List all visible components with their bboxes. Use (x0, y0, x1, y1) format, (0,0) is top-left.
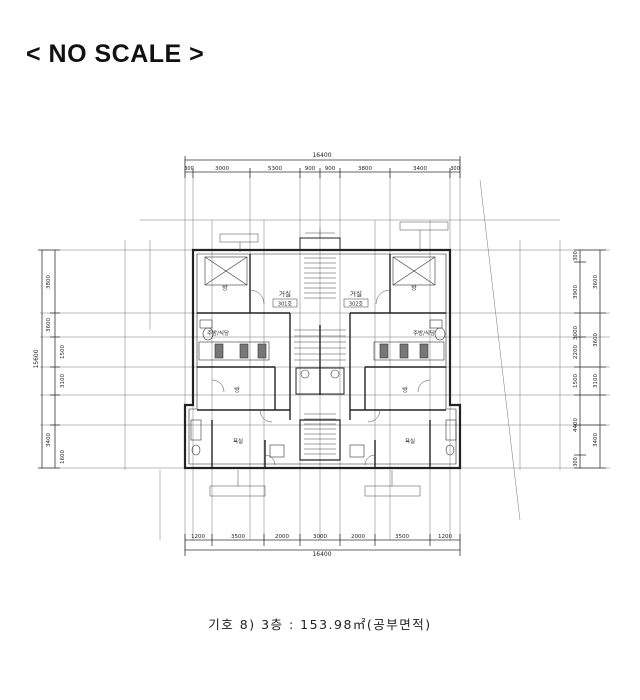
dim-top-seg-7: 3400 (413, 166, 427, 172)
dim-left-seg-2: 3600 (46, 318, 52, 332)
unit-number-right: 302호 (349, 302, 364, 308)
building-walls (183, 237, 462, 470)
construction-lines (40, 160, 610, 550)
dim-top-seg-5: 900 (325, 166, 336, 172)
unit-number-box-left (272, 298, 298, 308)
room-bedroom-top-left: 방 (222, 284, 228, 292)
dim-left-seg-4: 3100 (60, 374, 66, 388)
room-kitchen-right: 주방/식당 (413, 329, 435, 337)
right-dimension-line (574, 249, 606, 469)
room-living-right: 거실 (350, 289, 362, 298)
dim-left-seg-5: 3400 (46, 433, 52, 447)
dim-bottom-seg-3: 2000 (275, 534, 289, 540)
dim-right-seg-3: 3000 (573, 326, 579, 340)
fixtures (190, 256, 457, 458)
dim-right-seg-2: 3900 (573, 285, 579, 299)
room-living-left: 거실 (279, 289, 291, 298)
unit-number-box-right (343, 298, 369, 308)
dim-top-seg-6: 3800 (358, 166, 372, 172)
dim-bottom-seg-1: 1200 (191, 534, 205, 540)
dim-bottom-overall: 16400 (312, 551, 331, 558)
dim-right-seg-6: 4400 (573, 418, 579, 432)
dim-top-overall: 16400 (312, 152, 331, 159)
room-bath-left: 욕실 (233, 437, 243, 445)
dim-left-seg-1: 3800 (46, 275, 52, 289)
dim-bottom-seg-7: 1200 (438, 534, 452, 540)
dim-top-seg-3: 5300 (268, 166, 282, 172)
unit-number-left: 301호 (278, 302, 293, 308)
dim-right-outer-1: 3600 (593, 275, 599, 289)
floor-caption: 기호 8) 3층 : 153.98㎡(공부면적) (208, 617, 432, 632)
dim-top-seg-2: 3000 (215, 166, 229, 172)
dim-top-seg-1: 300 (184, 166, 194, 172)
dim-right-outer-3: 3100 (593, 374, 599, 388)
stair-landing (295, 367, 345, 395)
dim-right-seg-4: 2200 (573, 345, 579, 359)
dim-bottom-seg-6: 3500 (395, 534, 409, 540)
dim-top-seg-8: 300 (450, 166, 460, 172)
dim-right-outer-4: 3400 (593, 433, 599, 447)
dim-right-outer-2: 3600 (593, 333, 599, 347)
room-bedroom-middle-left: 방 (234, 386, 240, 394)
room-kitchen-left: 주방/식당 (207, 329, 229, 337)
bottom-dimension-line (184, 534, 461, 556)
dim-left-seg-3: 1500 (60, 345, 66, 359)
door-swings (211, 289, 431, 466)
dim-left-seg-6: 1600 (60, 450, 66, 464)
room-bedroom-middle-right: 방 (402, 386, 408, 394)
annotation-leaders (209, 221, 449, 497)
stair-treads (294, 257, 346, 455)
dim-bottom-seg-4: 3000 (313, 534, 327, 540)
left-dimension-line (38, 249, 60, 469)
dim-right-seg-7: 300 (573, 457, 579, 467)
room-bedroom-top-right: 방 (411, 284, 417, 292)
dim-right-seg-1: 300 (573, 251, 579, 261)
dim-right-seg-5: 1500 (573, 374, 579, 388)
dim-left-overall: 15600 (33, 349, 40, 368)
dim-top-seg-4: 900 (305, 166, 316, 172)
dim-bottom-seg-2: 3500 (231, 534, 245, 540)
dim-bottom-seg-5: 2000 (351, 534, 365, 540)
interior-walls (197, 254, 446, 468)
top-dimension-line (184, 156, 461, 178)
room-bath-right: 욕실 (405, 437, 415, 445)
no-scale-title: < NO SCALE > (26, 40, 205, 68)
